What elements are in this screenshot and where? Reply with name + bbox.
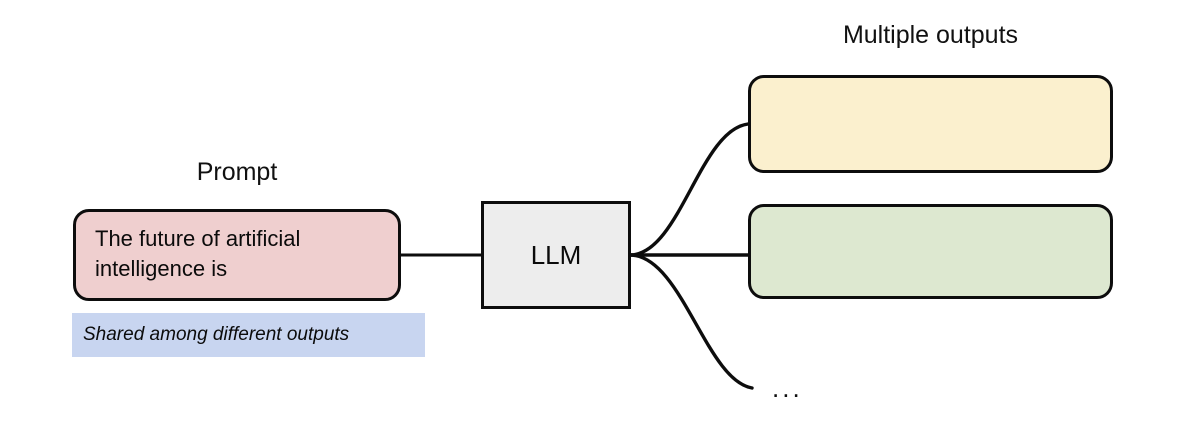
output-box-1[interactable] <box>748 75 1113 173</box>
prompt-text: The future of artificial intelligence is <box>95 226 301 281</box>
llm-label: LLM <box>530 240 582 270</box>
ellipsis-more-outputs: ... <box>772 373 803 403</box>
llm-box[interactable]: LLM <box>481 201 631 309</box>
connector-llm-to-output-1 <box>629 122 750 257</box>
output-box-2[interactable] <box>748 204 1113 299</box>
connector-llm-to-ellipsis <box>629 253 754 390</box>
prompt-title: Prompt <box>196 158 278 186</box>
multiple-outputs-title: Multiple outputs <box>842 21 1019 49</box>
prompt-box[interactable]: The future of artificial intelligence is <box>73 209 401 301</box>
shared-note-badge: Shared among different outputs <box>72 313 425 357</box>
shared-note-text: Shared among different outputs <box>83 324 350 345</box>
